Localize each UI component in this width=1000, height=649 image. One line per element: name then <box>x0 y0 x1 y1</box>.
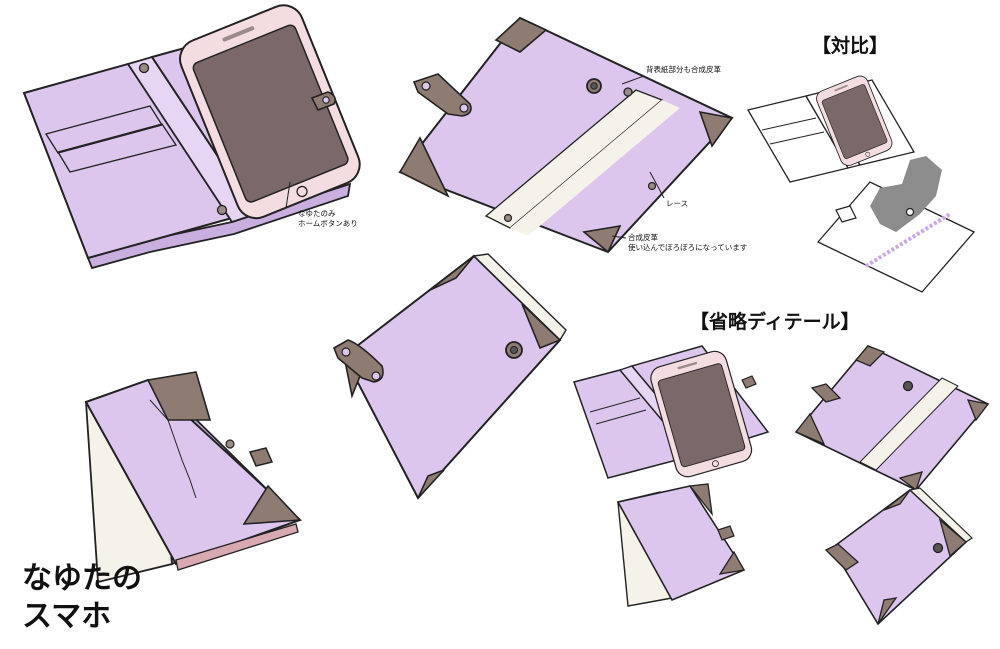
comparison-heading: 【対比】 <box>812 34 888 57</box>
comparison-sketch-flat <box>816 156 976 293</box>
leather-note-2: 使い込んでぼろぼろになっています <box>628 242 747 252</box>
back-cover-note: 背表紙部分も合成皮革 <box>646 64 721 74</box>
open-case-large <box>22 0 367 270</box>
closed-case-center <box>332 253 567 500</box>
closed-case-left <box>84 371 302 584</box>
simplified-open-case <box>573 345 770 481</box>
comparison-sketch-open <box>746 73 916 183</box>
simplified-closed-case-1 <box>616 483 746 607</box>
simplified-flat-case <box>794 345 990 492</box>
simplified-closed-case-2 <box>824 487 973 626</box>
home-button-note-1: なゆたのみ <box>298 209 336 218</box>
home-button-note-2: ホームボタンあり <box>298 219 358 228</box>
lace-note: レース <box>666 199 688 208</box>
title-line-2: スマホ <box>22 599 111 634</box>
glove-silhouette <box>870 156 942 232</box>
title-line-1: なゆたの <box>22 561 142 596</box>
simplified-heading: 【省略ディテール】 <box>690 310 860 333</box>
leather-note-1: 合成皮革 <box>628 232 658 242</box>
open-case-top-middle <box>398 16 734 254</box>
